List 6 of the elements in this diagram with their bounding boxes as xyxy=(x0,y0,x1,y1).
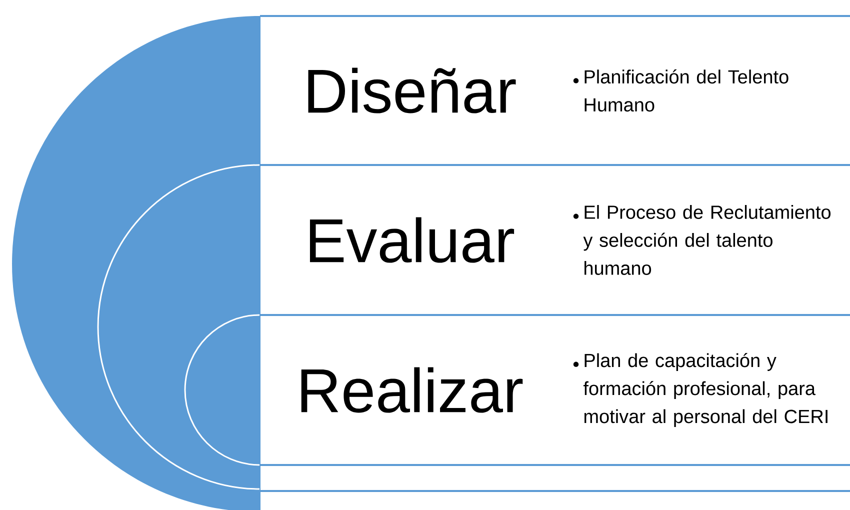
bullet-text: El Proceso de Reclutamiento y selección del talento humano xyxy=(573,205,831,275)
bullet-text: Planificación del Telento Humano xyxy=(573,69,788,112)
band-heading: Diseñar xyxy=(308,68,516,114)
bullet-text: Plan de capacitación y formación profesional, para motivar al personal del CERI xyxy=(573,353,828,427)
band-heading: Evaluar xyxy=(310,217,514,263)
band-heading: Realizar xyxy=(301,367,523,413)
